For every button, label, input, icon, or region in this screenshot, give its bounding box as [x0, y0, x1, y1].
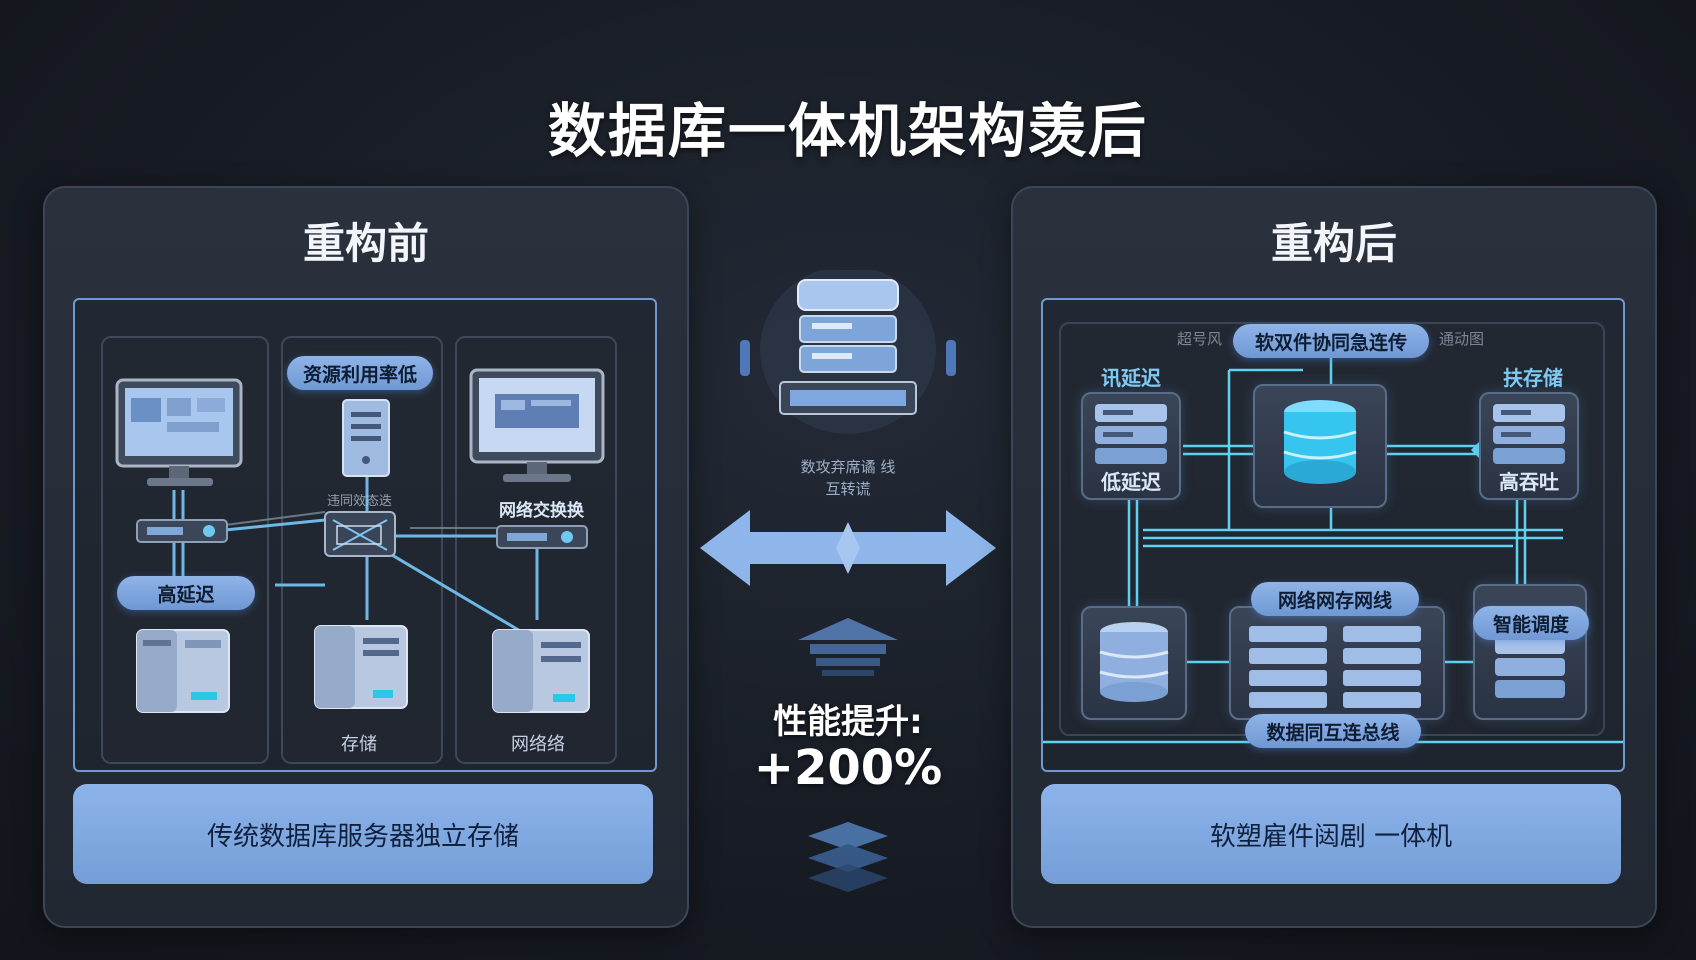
transition-caption-2: 互转谎	[825, 480, 871, 498]
up-arrow-icon	[798, 618, 898, 676]
low-latency-node	[1081, 392, 1181, 500]
header-faint-left: 超号风	[1177, 330, 1223, 348]
database-stack-icon-2	[1099, 622, 1169, 702]
router-label: 违同效态迭	[327, 494, 393, 509]
after-panel: 重构后	[1011, 186, 1657, 928]
column-storage	[281, 336, 443, 764]
low-latency-label: 低延迟	[1101, 470, 1161, 494]
network-pill: 网络网存网线	[1251, 582, 1419, 616]
network-label: 网络络	[511, 734, 565, 755]
interconnect-bus-pill: 数据同互连总线	[1245, 714, 1421, 748]
database-stack-icon	[740, 279, 956, 415]
resource-utilization-pill: 资源利用率低	[287, 356, 433, 390]
storage-array-node	[1229, 606, 1445, 720]
transition-caption-1: 数攻弃席谲 线	[800, 458, 896, 476]
before-panel: 重构前	[43, 186, 689, 928]
layers-icon	[808, 822, 888, 892]
storage-label: 存储	[341, 734, 377, 755]
performance-value: +200%	[753, 740, 943, 796]
before-panel-title: 重构前	[302, 219, 429, 268]
before-diagram: 资源利用率低 高延迟 违同效态迭 网络交换换 存储 网络络	[73, 298, 657, 772]
column-client	[101, 336, 269, 764]
performance-label: 性能提升:	[773, 702, 923, 742]
high-latency-pill: 高延迟	[117, 576, 255, 610]
after-diagram: 低延迟 高吞吐	[1041, 298, 1625, 772]
server-icon-5	[1495, 636, 1565, 698]
transition-zone: 数攻弃席谲 线 互转谎 性能提升: +200%	[690, 270, 1006, 910]
after-panel-title: 重构后	[1270, 219, 1397, 268]
software-hardware-pill: 软双件协同急连传	[1233, 324, 1429, 358]
transition-graphics	[700, 270, 996, 892]
scheduler-node	[1473, 584, 1587, 720]
column-network	[455, 336, 617, 764]
database-node	[1081, 606, 1187, 720]
high-throughput-label: 高吞吐	[1499, 470, 1559, 494]
server-icon-4	[1493, 404, 1565, 464]
central-database-node	[1253, 384, 1387, 508]
database-icon	[1283, 400, 1357, 484]
server-icon-3	[1095, 404, 1167, 464]
low-latency-top-label: 讯延迟	[1101, 366, 1161, 390]
switch-label: 网络交换换	[499, 501, 584, 521]
double-arrow-icon	[700, 510, 996, 586]
before-summary-bar: 传统数据库服务器独立存储	[73, 784, 653, 884]
storage-top-label: 扶存储	[1503, 366, 1563, 390]
after-summary-bar: 软塑雇件闼剧 一体机	[1041, 784, 1621, 884]
storage-array-icon	[1249, 626, 1421, 708]
intelligent-scheduling-pill: 智能调度	[1473, 606, 1589, 640]
high-throughput-node	[1479, 392, 1579, 500]
page-title: 数据库一体机架构羡后	[547, 97, 1148, 165]
header-faint-right: 通动图	[1439, 330, 1485, 348]
